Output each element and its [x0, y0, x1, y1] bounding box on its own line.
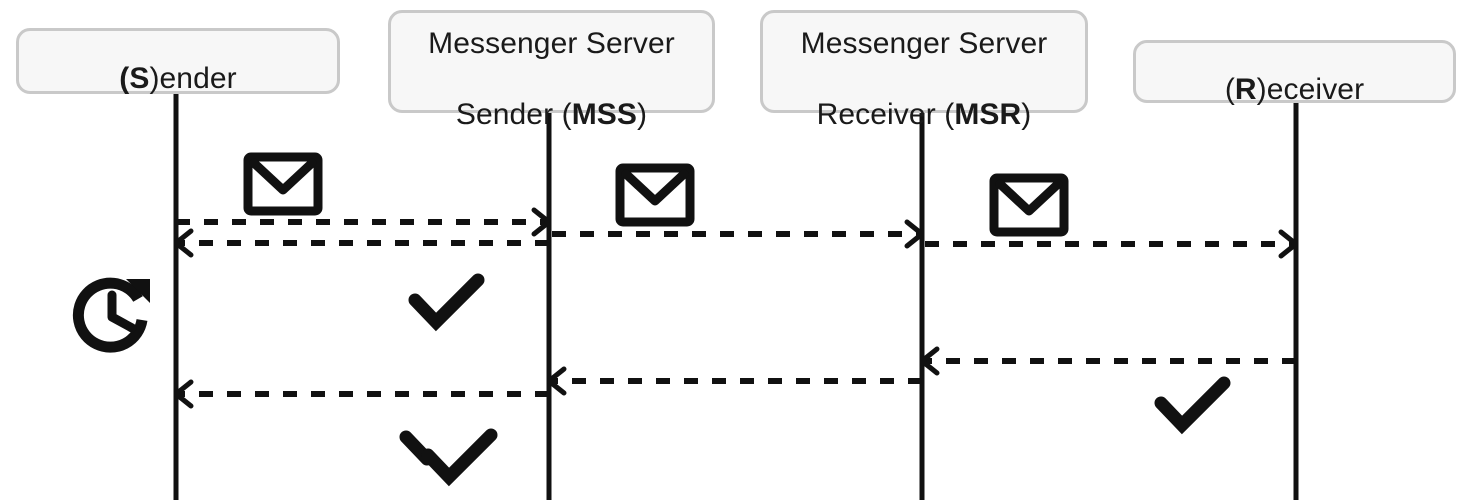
actor-label-msr-line1: Messenger Server — [800, 27, 1048, 61]
actor-label-mss-line2: Sender (MSS) — [455, 97, 648, 131]
arrowhead-left — [173, 379, 194, 409]
actor-label-mss-line1: Messenger Server — [428, 27, 675, 61]
arrowhead-right — [904, 219, 925, 249]
check-single-icon — [408, 273, 485, 332]
envelope-icon — [989, 173, 1069, 237]
actor-label-msr-line2: Receiver (MSR) — [816, 97, 1032, 131]
clock-pending-icon — [72, 277, 150, 353]
arrowhead-left — [546, 366, 567, 396]
lifelines — [173, 94, 1299, 500]
message-mss-to-sender-ack — [173, 228, 549, 258]
message-msr-to-mss-ack — [546, 366, 922, 396]
arrowhead-left — [173, 228, 194, 258]
check-single-icon — [1154, 376, 1231, 435]
envelope-icons — [243, 152, 1069, 237]
message-mss-to-msr — [552, 219, 925, 249]
actor-box-msr[interactable]: Messenger Server Receiver (MSR) — [760, 10, 1088, 131]
message-receiver-to-msr-ack — [919, 346, 1296, 376]
arrowhead-right — [531, 207, 552, 237]
actor-box-sender[interactable]: (S)ender — [16, 28, 340, 95]
arrowhead-left — [919, 346, 940, 376]
check-double-icon — [399, 428, 498, 487]
envelope-icon — [615, 163, 695, 227]
check-icons — [399, 273, 1231, 487]
actor-box-receiver[interactable]: (R)eceiver — [1133, 40, 1456, 106]
arrowhead-right — [1278, 229, 1299, 259]
message-sender-to-mss — [176, 207, 552, 237]
actor-box-mss[interactable]: Messenger Server Sender (MSS) — [388, 10, 715, 131]
message-mss-to-sender-read — [173, 379, 549, 409]
messages — [173, 207, 1299, 409]
message-msr-to-receiver — [925, 229, 1299, 259]
actor-label-sender: (S)ender — [119, 62, 237, 95]
actor-label-mss: Messenger Server Sender (MSS) — [428, 0, 675, 132]
envelope-icon — [243, 152, 323, 216]
actor-label-receiver: (R)eceiver — [1224, 72, 1365, 106]
actor-label-msr: Messenger Server Receiver (MSR) — [801, 0, 1048, 132]
